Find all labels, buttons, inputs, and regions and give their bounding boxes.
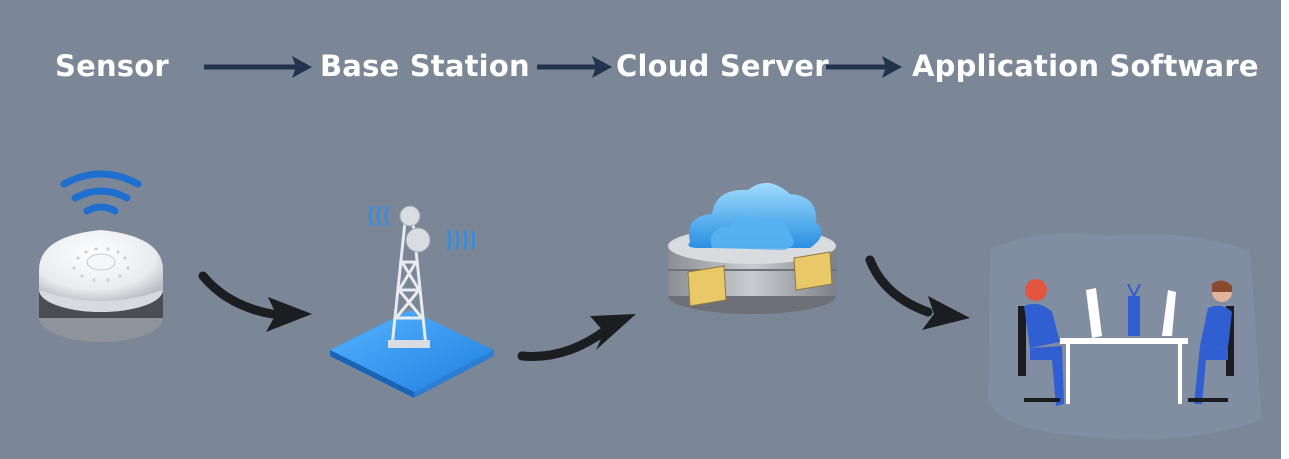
cell-tower-icon: [330, 205, 494, 398]
flow-arrow-2: [517, 314, 636, 361]
smoke-sensor-icon: [39, 230, 163, 342]
flow-arrow-1: [198, 271, 312, 332]
flow-arrow-3: [865, 255, 970, 330]
header-arrow-2: [537, 56, 612, 78]
stage-label-sensor: Sensor: [55, 49, 169, 83]
wifi-icon: [60, 170, 142, 215]
header-arrow-1: [204, 56, 312, 78]
cloud-server-icon: [668, 182, 836, 314]
office-workers-icon: [988, 233, 1262, 440]
stage-label-application-software: Application Software: [912, 49, 1259, 83]
stage-label-cloud-server: Cloud Server: [616, 49, 829, 83]
stage-label-base-station: Base Station: [320, 49, 530, 83]
right-edge-border: [1281, 0, 1289, 459]
header-arrow-3: [826, 56, 902, 78]
